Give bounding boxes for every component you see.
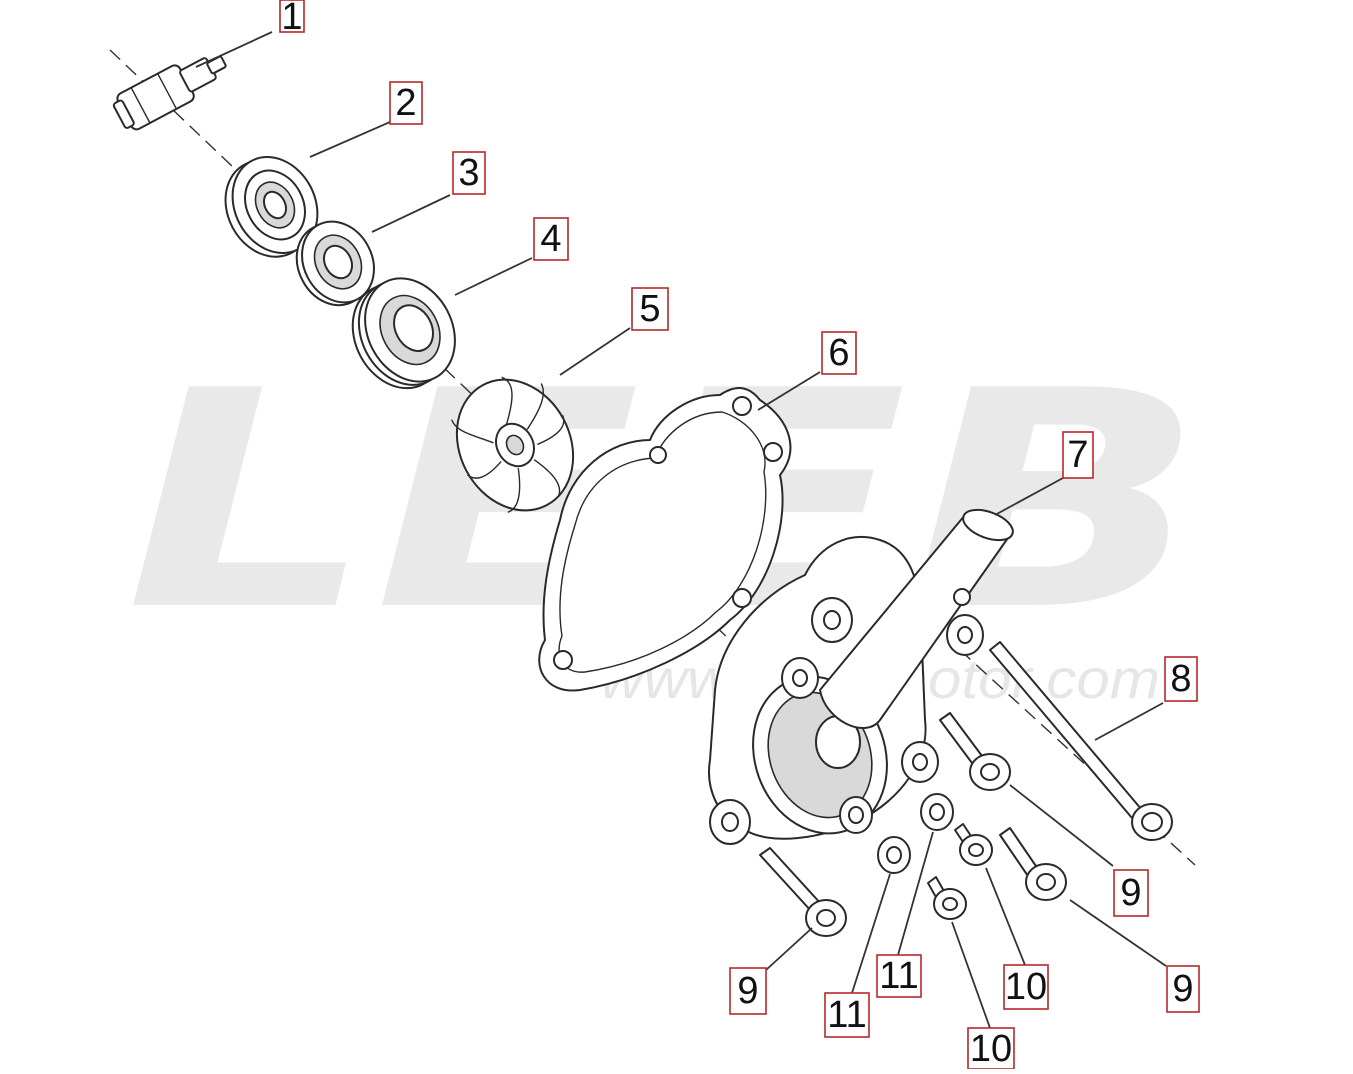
part-shaft: [112, 55, 227, 131]
leader-line-8: [1094, 702, 1164, 741]
part-bearing: [224, 156, 319, 258]
part-bolt: [999, 827, 1067, 901]
leader-line-11a: [851, 873, 891, 994]
callout-9b: 9: [1166, 965, 1200, 1013]
svg-text:11: 11: [827, 994, 866, 1036]
svg-text:3: 3: [458, 152, 479, 194]
callout-7: 7: [1062, 431, 1094, 479]
leader-line-11b: [897, 831, 934, 956]
part-impeller: [451, 376, 575, 513]
callout-9c: 9: [729, 967, 767, 1015]
svg-text:10: 10: [1005, 966, 1047, 1008]
svg-text:9: 9: [1172, 968, 1193, 1010]
gasket-hole: [732, 588, 752, 608]
gasket-hole: [553, 650, 573, 670]
svg-text:4: 4: [540, 218, 561, 260]
svg-text:7: 7: [1067, 434, 1088, 476]
callout-11b: 11: [876, 954, 922, 998]
svg-text:6: 6: [828, 332, 849, 374]
part-pump-cover: [708, 508, 1014, 845]
callout-1: 1: [279, 0, 305, 38]
leader-line-2: [309, 121, 391, 158]
leader-line-10a: [985, 867, 1026, 966]
gasket-hole: [732, 396, 752, 416]
svg-text:9: 9: [1120, 872, 1141, 914]
part-bolt: [759, 847, 847, 937]
callout-2: 2: [389, 81, 423, 125]
svg-text:5: 5: [639, 288, 660, 330]
callout-3: 3: [452, 151, 486, 195]
gasket-hole: [649, 446, 667, 464]
part-washer: [920, 793, 954, 831]
leader-line-3: [371, 194, 451, 233]
svg-text:9: 9: [737, 970, 758, 1012]
gasket-hole: [763, 442, 783, 462]
leader-line-1: [195, 31, 273, 68]
callout-10a: 10: [1003, 964, 1049, 1010]
svg-text:8: 8: [1170, 658, 1191, 700]
svg-text:2: 2: [395, 82, 416, 124]
part-washer: [839, 796, 873, 834]
leader-line-9b: [1069, 899, 1167, 967]
part-oil-seal: [295, 220, 375, 307]
leader-line-10b: [951, 921, 991, 1029]
svg-text:10: 10: [970, 1028, 1012, 1069]
callout-9a: 9: [1113, 869, 1149, 917]
part-bolt: [939, 712, 1011, 791]
part-short-bolt: [927, 876, 967, 920]
callout-10b: 10: [967, 1027, 1015, 1070]
part-gasket: [538, 387, 792, 692]
callout-5: 5: [631, 287, 669, 331]
leader-line-6: [757, 371, 821, 411]
leader-line-9a: [1009, 784, 1114, 867]
leader-line-9c: [765, 927, 813, 971]
part-long-bolt: [989, 641, 1173, 841]
callout-8: 8: [1164, 656, 1198, 702]
part-mechanical-seal: [351, 277, 456, 390]
leader-line-4: [454, 257, 533, 296]
part-washer: [877, 836, 911, 874]
svg-text:1: 1: [281, 0, 302, 38]
callout-6: 6: [821, 331, 857, 375]
leader-line-5: [559, 327, 631, 376]
leader-line-7: [994, 477, 1064, 516]
part-short-bolt: [954, 823, 993, 866]
callout-4: 4: [533, 217, 569, 261]
callout-11a: 11: [824, 992, 870, 1038]
svg-text:11: 11: [879, 955, 918, 997]
